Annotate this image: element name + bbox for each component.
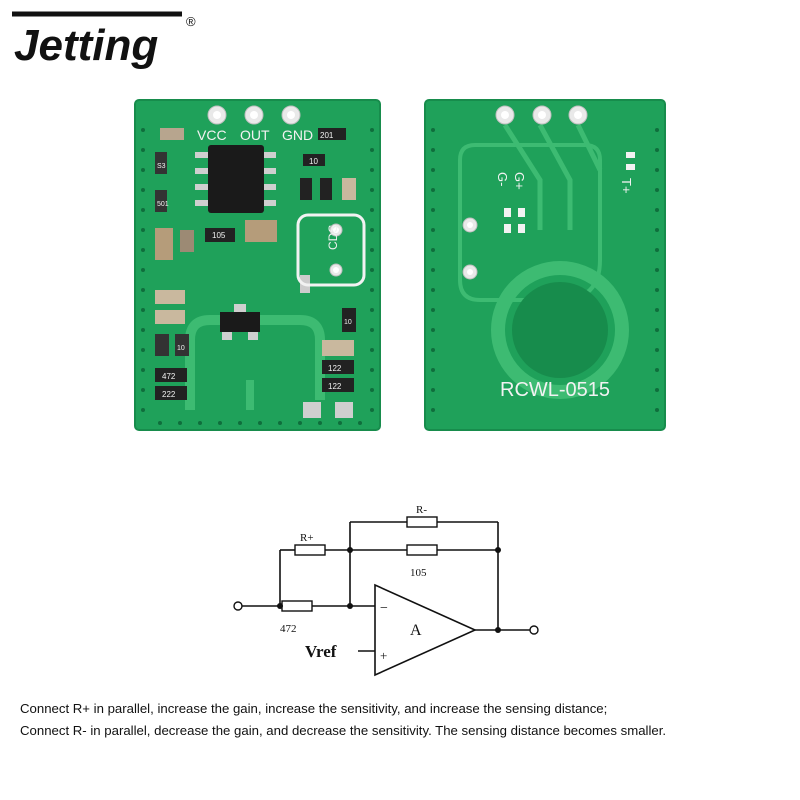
caption-line-1: Connect R+ in parallel, increase the gai… [20,701,608,716]
svg-text:122: 122 [328,364,342,373]
schematic-junctions [277,547,501,633]
label-input-value: 472 [280,623,297,635]
resistor-r-minus [406,516,438,528]
logo-text: Jetting [14,21,158,70]
svg-text:S3: S3 [157,163,166,170]
brand-logo: Jetting ® [12,11,196,70]
schematic-wires [242,521,530,677]
amplifier-schematic: R+ R- 105 472 A − + Vref [233,504,539,677]
board-front: VCC OUT GND 201 S3 10 501 [134,99,381,431]
svg-text:10: 10 [177,345,185,352]
back-label-t-plus: T+ [619,178,634,194]
cds-sensor-outline: CDS [296,213,366,287]
svg-text:501: 501 [157,201,169,208]
board-back: G- G+ T+ RCWL-0515 [424,99,666,431]
back-pins [462,105,588,280]
svg-text:10: 10 [344,319,352,326]
svg-text:105: 105 [212,231,226,240]
pin-label-vcc: VCC [197,127,227,143]
caption: Connect R+ in parallel, increase the gai… [20,698,790,742]
output-terminal [529,625,539,635]
back-label-g-plus: G+ [512,172,527,190]
front-pins [207,105,301,125]
label-feedback-value: 105 [410,567,427,579]
caption-line-2: Connect R- in parallel, decrease the gai… [20,723,667,738]
back-label-g-minus: G- [495,172,510,186]
label-r-plus: R+ [300,532,314,544]
back-edge-vias [431,128,659,412]
label-r-minus: R- [416,504,427,516]
schematic-resistors [281,516,438,612]
pin-label-out: OUT [240,127,270,143]
front-smd-components: 201 S3 10 501 105 10 10 122 [155,128,356,418]
front-edge-vias [141,128,374,425]
resistor-feedback [406,544,438,556]
resistor-input [281,600,313,612]
back-trace-loop [458,143,602,302]
svg-text:201: 201 [320,131,334,140]
registered-mark: ® [186,14,196,29]
svg-text:122: 122 [328,382,342,391]
svg-text:472: 472 [162,372,176,381]
label-inverting-input: − [380,601,388,616]
antenna-ring [491,261,629,399]
label-vref: Vref [305,642,337,661]
front-main-ic [195,145,276,213]
pin-label-gnd: GND [282,127,313,143]
svg-text:10: 10 [309,157,318,166]
resistor-r-plus [294,544,326,556]
cds-label: CDS [326,225,340,250]
antenna-disk [512,282,608,378]
label-opamp: A [410,622,422,639]
back-pads [504,152,635,233]
pcb-photo: VCC OUT GND 201 S3 10 501 [134,99,666,431]
input-terminal [233,601,243,611]
model-label: RCWL-0515 [500,379,610,401]
svg-text:222: 222 [162,390,176,399]
label-noninverting-input: + [380,648,387,663]
